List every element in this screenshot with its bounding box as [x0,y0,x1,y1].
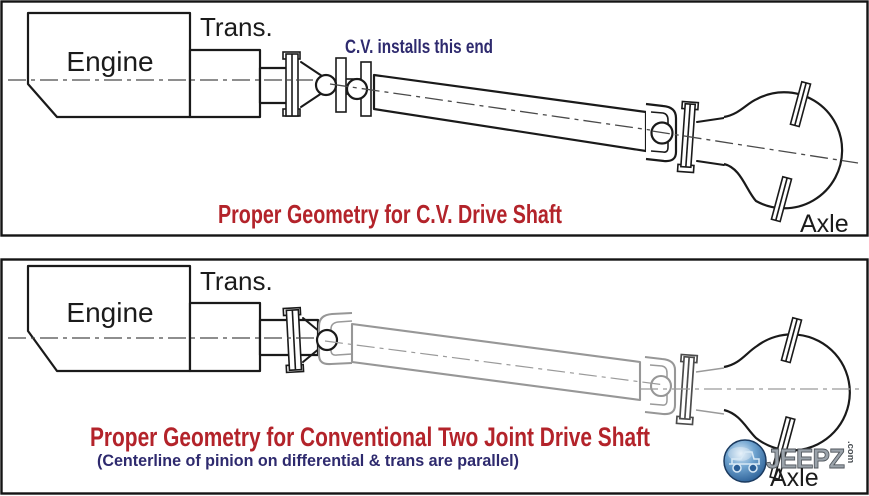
trans-label: Trans. [200,12,273,42]
logo-tld-text: .com [845,441,856,463]
pinion-neck [696,117,725,166]
shaft-centerline [324,340,666,386]
front-flange [282,51,301,117]
panel-subtitle: (Centerline of pinion on differential & … [97,452,519,470]
perch-bottom [769,416,796,481]
u-joint-ball [649,374,673,398]
engine-label: Engine [66,297,153,328]
front-flange [282,306,305,374]
transmission-box [188,301,262,373]
rear-flange [676,100,700,174]
jeepz-logo: JEEPZ .com [723,439,856,483]
front-u-joint [302,311,353,366]
axle-label: Axle [770,464,819,492]
cv-install-note: C.V. installs this end [345,37,493,58]
panel-two-joint-drive-shaft: Engine Trans. Proper Geometry for Conven… [0,258,869,495]
perch-bottom [770,175,793,223]
axle-pumpkin [723,91,844,210]
trans-label: Trans. [200,266,273,296]
jeep-icon [729,451,760,473]
differential [695,316,851,481]
logo-gloss [728,447,752,461]
perch-top [789,80,812,128]
engine-label: Engine [66,46,153,77]
transmission-box [188,48,262,119]
engine-box [26,11,192,119]
panel-title: Proper Geometry for Conventional Two Joi… [90,422,650,452]
output-shaft [258,66,290,105]
logo-brand-text: JEEPZ [766,443,845,474]
differential [696,80,844,223]
axle-pumpkin [723,333,851,452]
engine-box [26,264,192,373]
rear-u-joint [644,353,699,426]
perch-top [780,316,803,364]
panel-title: Proper Geometry for C.V. Drive Shaft [218,199,562,229]
u-joint-ball [315,328,339,352]
pinion-neck [695,367,725,415]
drive-shaft-tube [350,322,642,402]
rear-flange [675,353,699,426]
panel-cv-drive-shaft: Engine Trans. C.V. installs this end Pro… [0,0,869,238]
axle-label: Axle [800,210,849,238]
pinion-centerline [651,130,859,164]
shaft-centerline [329,83,651,131]
